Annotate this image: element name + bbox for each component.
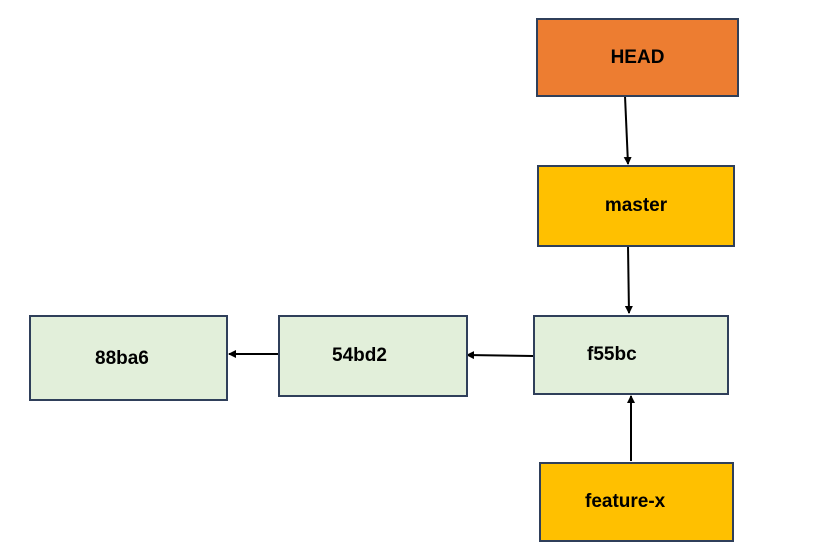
feature-x-branch-box: feature-x — [539, 462, 734, 542]
commit-f55bc-box: f55bc — [533, 315, 729, 395]
arrow-f55bc-to-54bd2 — [466, 351, 534, 360]
head-ref-box: HEAD — [536, 18, 739, 97]
master-branch-box: master — [537, 165, 735, 247]
master-branch-label: master — [604, 195, 668, 216]
arrow-head-to-master — [623, 95, 632, 165]
arrow-master-to-f55bc — [624, 245, 633, 314]
commit-88ba6-label: 88ba6 — [95, 348, 149, 369]
head-ref-label: HEAD — [610, 46, 665, 68]
commit-54bd2-box: 54bd2 — [278, 315, 468, 397]
commit-88ba6-box: 88ba6 — [29, 315, 228, 401]
commit-54bd2-label: 54bd2 — [332, 345, 387, 366]
commit-f55bc-label: f55bc — [587, 344, 637, 365]
feature-x-branch-label: feature-x — [585, 491, 666, 512]
